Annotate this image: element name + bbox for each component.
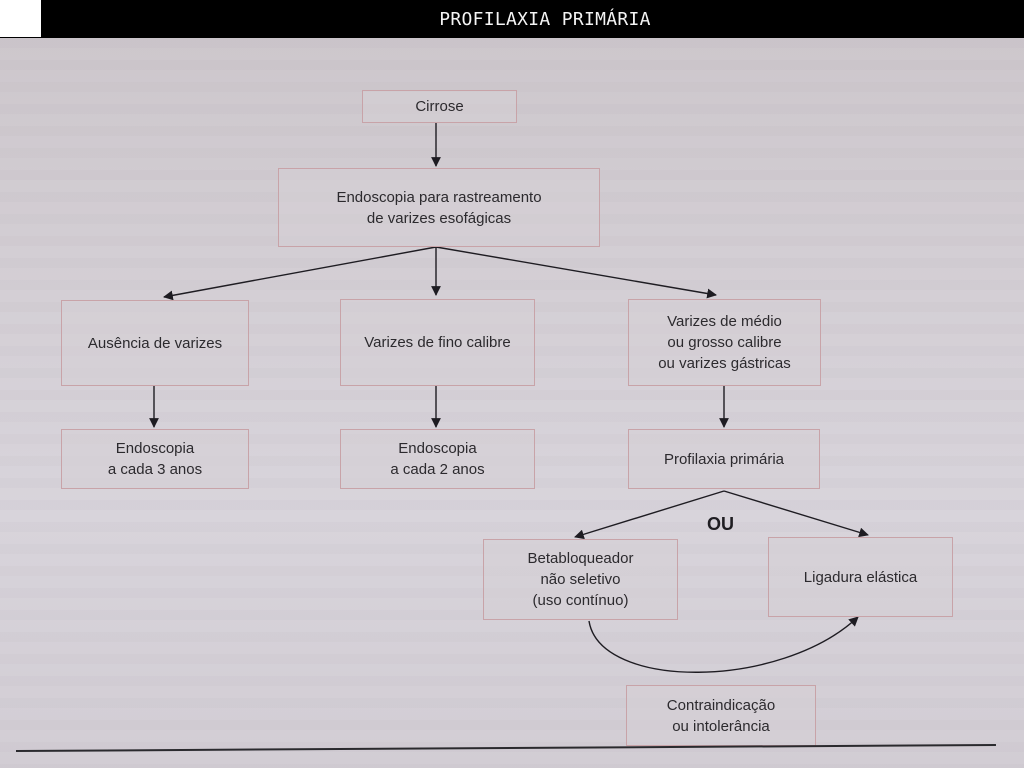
edge-betabloqueador-to-ligadura	[588, 616, 859, 673]
title-bar: PROFILAXIA PRIMÁRIA	[0, 0, 1024, 38]
flowchart-photo	[0, 38, 1024, 768]
edge-endoscopia-to-medio-grosso	[435, 246, 717, 299]
node-profilaxia-primaria: Profilaxia primária	[628, 429, 820, 489]
node-varizes-fino: Varizes de fino calibre	[340, 299, 535, 386]
node-varizes-medio-grosso: Varizes de médio ou grosso calibre ou va…	[628, 299, 821, 386]
node-ligadura-elastica: Ligadura elástica	[768, 537, 953, 617]
edge-profilaxia-to-betabloqueador	[574, 490, 725, 540]
node-endoscopia-2-anos: Endoscopia a cada 2 anos	[340, 429, 535, 489]
node-endoscopia-rastreamento: Endoscopia para rastreamento de varizes …	[278, 168, 600, 247]
page-title: PROFILAXIA PRIMÁRIA	[439, 9, 651, 30]
node-ausencia-varizes: Ausência de varizes	[61, 300, 249, 386]
show-through-text	[0, 38, 1024, 768]
node-betabloqueador: Betabloqueador não seletivo (uso contínu…	[483, 539, 678, 620]
edge-endoscopia-to-ausencia	[163, 246, 437, 301]
edge-profilaxia-to-ligadura	[723, 490, 869, 538]
node-cirrose: Cirrose	[362, 90, 517, 123]
node-endoscopia-3-anos: Endoscopia a cada 3 anos	[61, 429, 249, 489]
ou-label: OU	[707, 514, 734, 534]
corner-tab	[0, 0, 41, 37]
node-contraindicacao: Contraindicação ou intolerância	[626, 685, 816, 746]
